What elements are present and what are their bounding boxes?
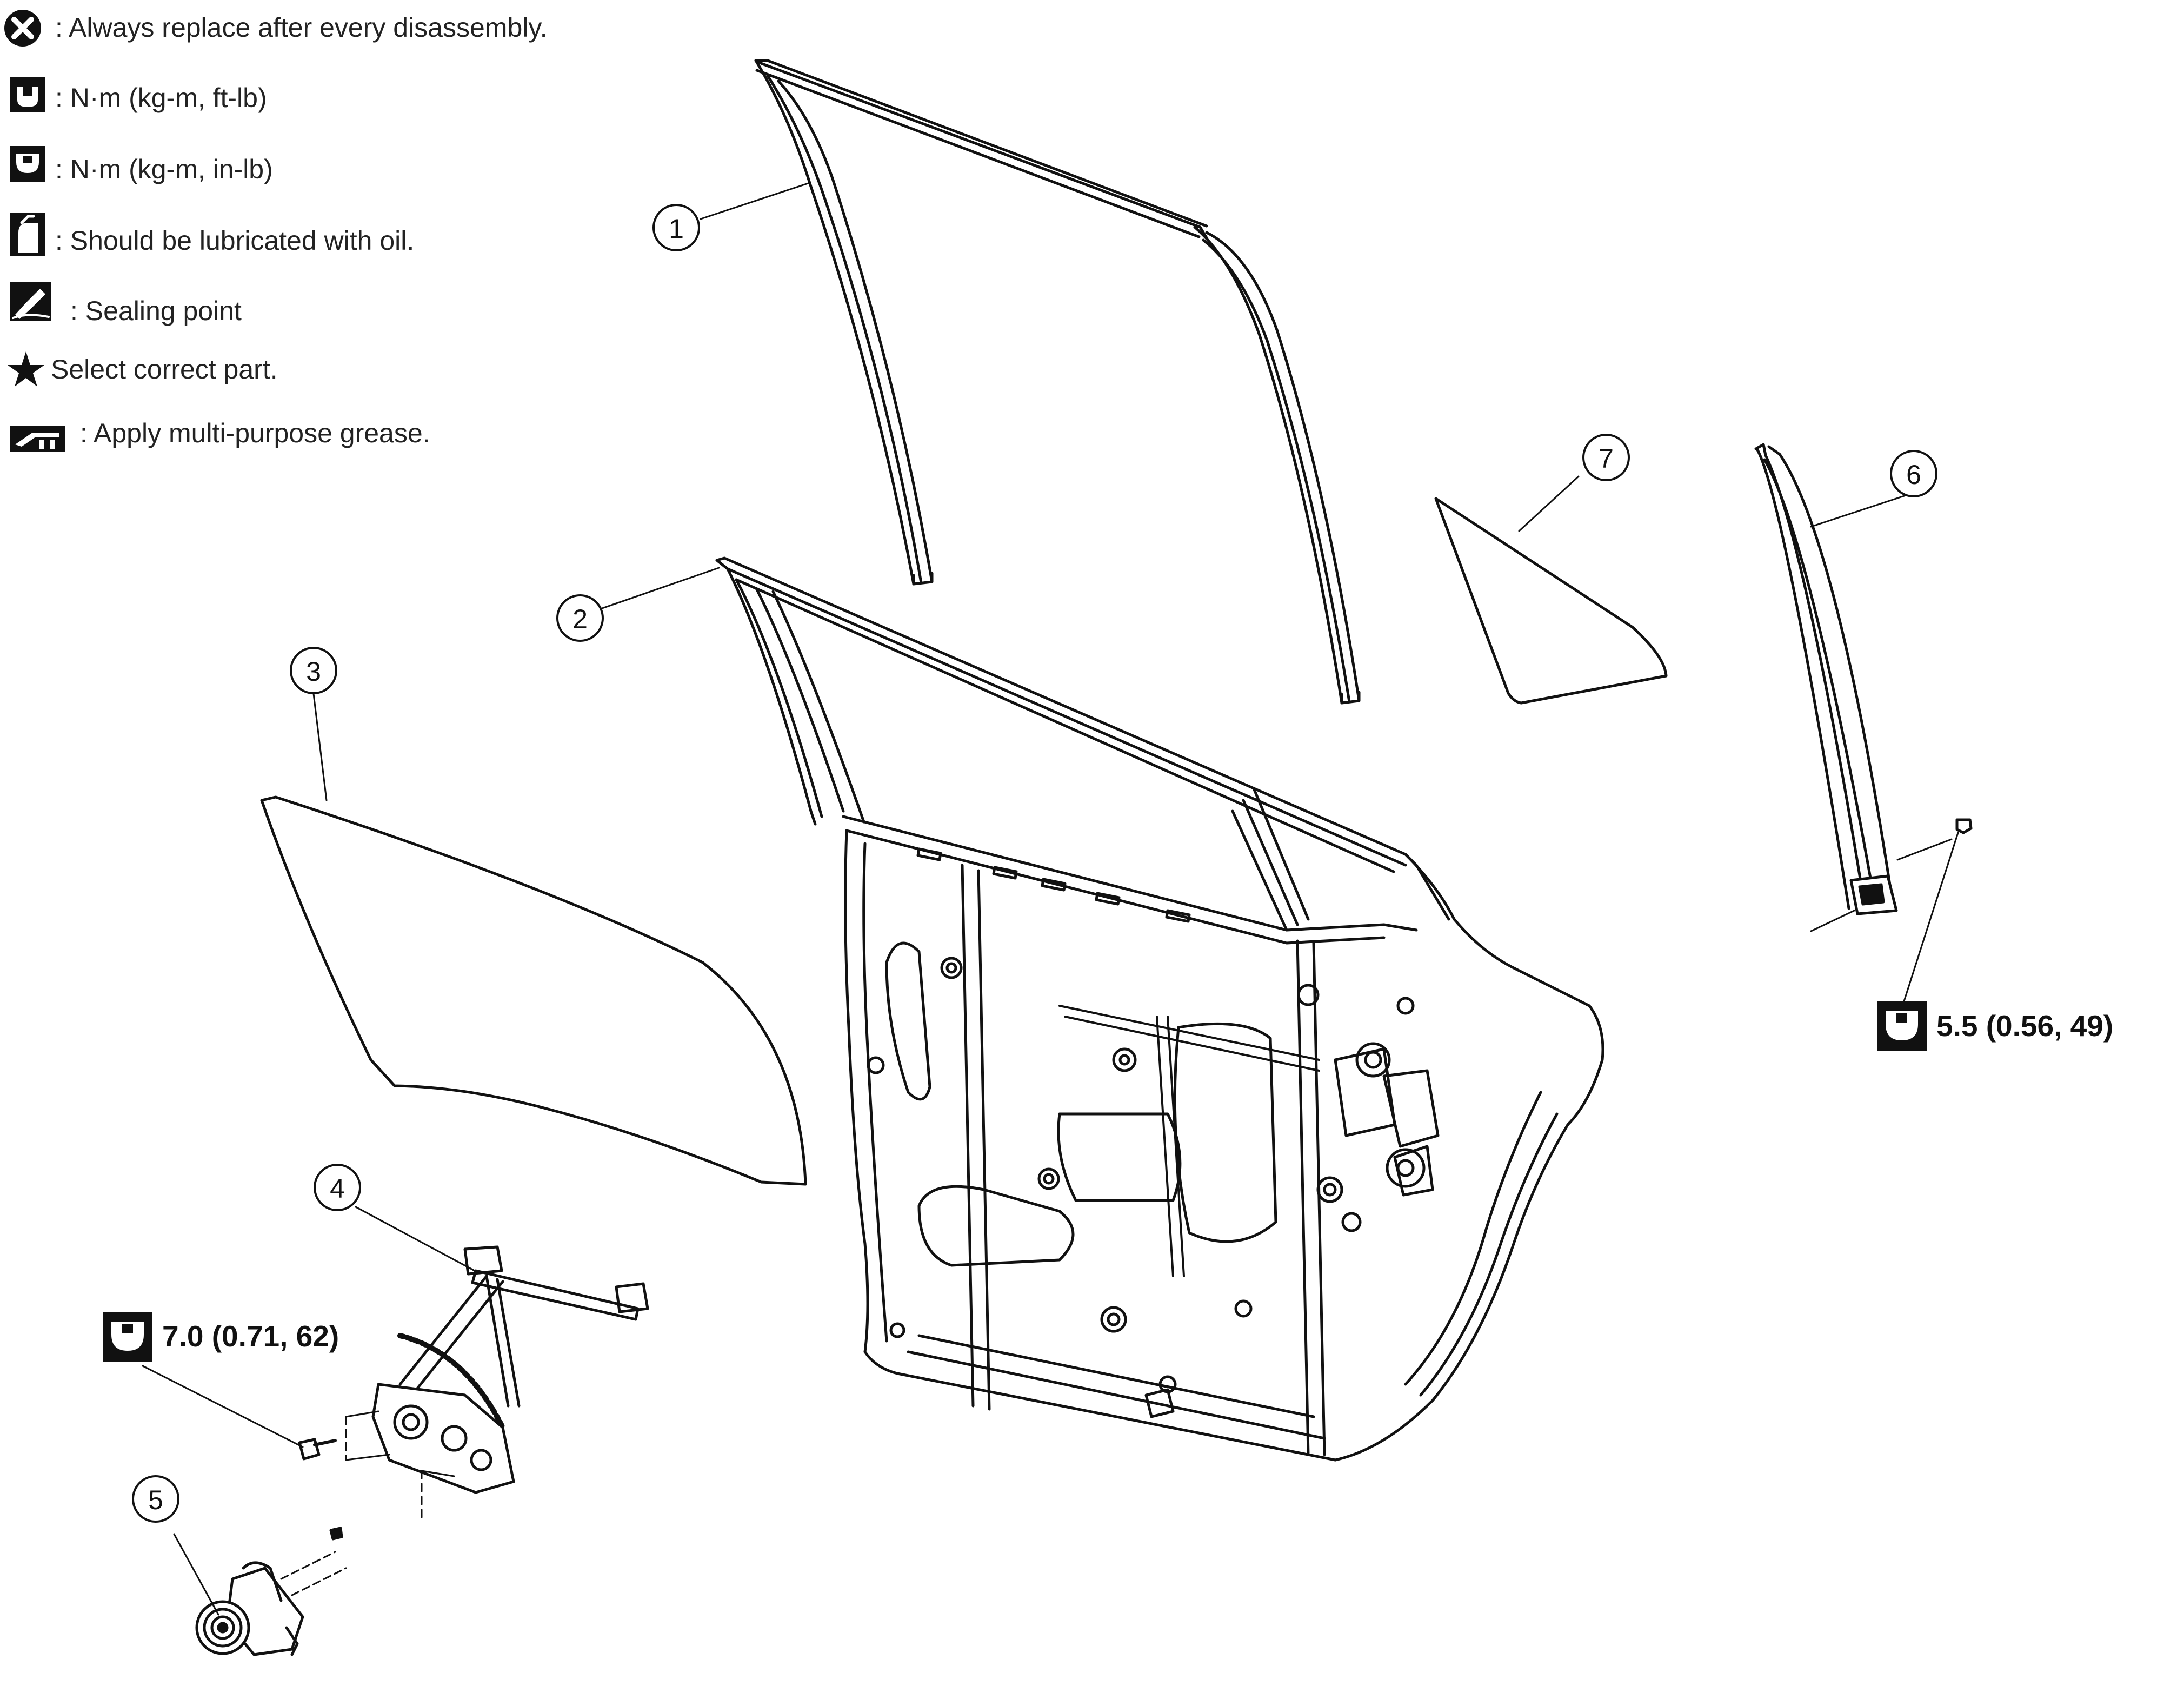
legend-always-replace: : Always replace after every disassembly… xyxy=(55,12,548,43)
callout-5-circle xyxy=(132,1475,179,1523)
torque-labels: 7.0 (0.71, 62) 5.5 (0.56, 49) xyxy=(162,1009,2113,1353)
grease-icon xyxy=(10,426,65,452)
callout-numbers: 1 2 3 4 5 6 7 xyxy=(148,214,1921,1515)
callout-2: 2 xyxy=(572,604,588,634)
torque-icon-regulator xyxy=(103,1312,152,1362)
legend xyxy=(4,10,65,452)
part-7-quarter-glass xyxy=(1434,497,1668,705)
leader-lines xyxy=(142,182,1959,1616)
legend-torque-ft-lb: : N·m (kg-m, ft-lb) xyxy=(55,83,267,113)
legend-oil: : Should be lubricated with oil. xyxy=(55,225,414,256)
callout-7: 7 xyxy=(1599,443,1614,474)
part-3-door-glass xyxy=(260,795,807,1186)
callout-3: 3 xyxy=(306,656,321,687)
part-2-door-panel xyxy=(715,556,1604,1462)
part-4-window-regulator xyxy=(298,1245,649,1521)
torque-in-lb-icon xyxy=(10,146,45,182)
legend-labels: : Always replace after every disassembly… xyxy=(51,12,548,448)
legend-torque-in-lb: : N·m (kg-m, in-lb) xyxy=(55,154,273,184)
callout-5: 5 xyxy=(148,1485,163,1515)
torque-regulator-bolt: 7.0 (0.71, 62) xyxy=(162,1319,339,1353)
oil-can-icon xyxy=(10,213,45,256)
door-holes xyxy=(867,957,1426,1393)
callout-2-circle xyxy=(556,594,604,642)
torque-ft-lb-icon xyxy=(10,77,45,112)
callout-6-circle xyxy=(1890,450,1937,497)
callout-1-circle xyxy=(652,204,700,251)
callout-7-circle xyxy=(1582,434,1630,481)
callout-circles xyxy=(132,204,1937,1523)
callout-4: 4 xyxy=(330,1173,345,1204)
legend-grease: : Apply multi-purpose grease. xyxy=(80,418,430,448)
belt-slots xyxy=(916,847,1191,923)
sealing-point-icon xyxy=(10,282,51,321)
torque-icon-sash xyxy=(1877,1001,1927,1051)
always-replace-icon xyxy=(4,10,41,47)
legend-sealing-point: : Sealing point xyxy=(70,296,242,326)
callout-4-circle xyxy=(314,1164,361,1211)
callout-1: 1 xyxy=(669,214,684,244)
legend-select-part: Select correct part. xyxy=(51,354,278,384)
part-1-weatherstrip xyxy=(754,59,1361,705)
torque-sash-bolt: 5.5 (0.56, 49) xyxy=(1936,1009,2113,1043)
callout-3-circle xyxy=(290,647,337,694)
callout-6: 6 xyxy=(1906,460,1921,490)
part-6-sash-channel xyxy=(1754,443,1973,932)
part-5-regulator-motor xyxy=(195,1527,347,1656)
star-icon xyxy=(8,351,44,387)
